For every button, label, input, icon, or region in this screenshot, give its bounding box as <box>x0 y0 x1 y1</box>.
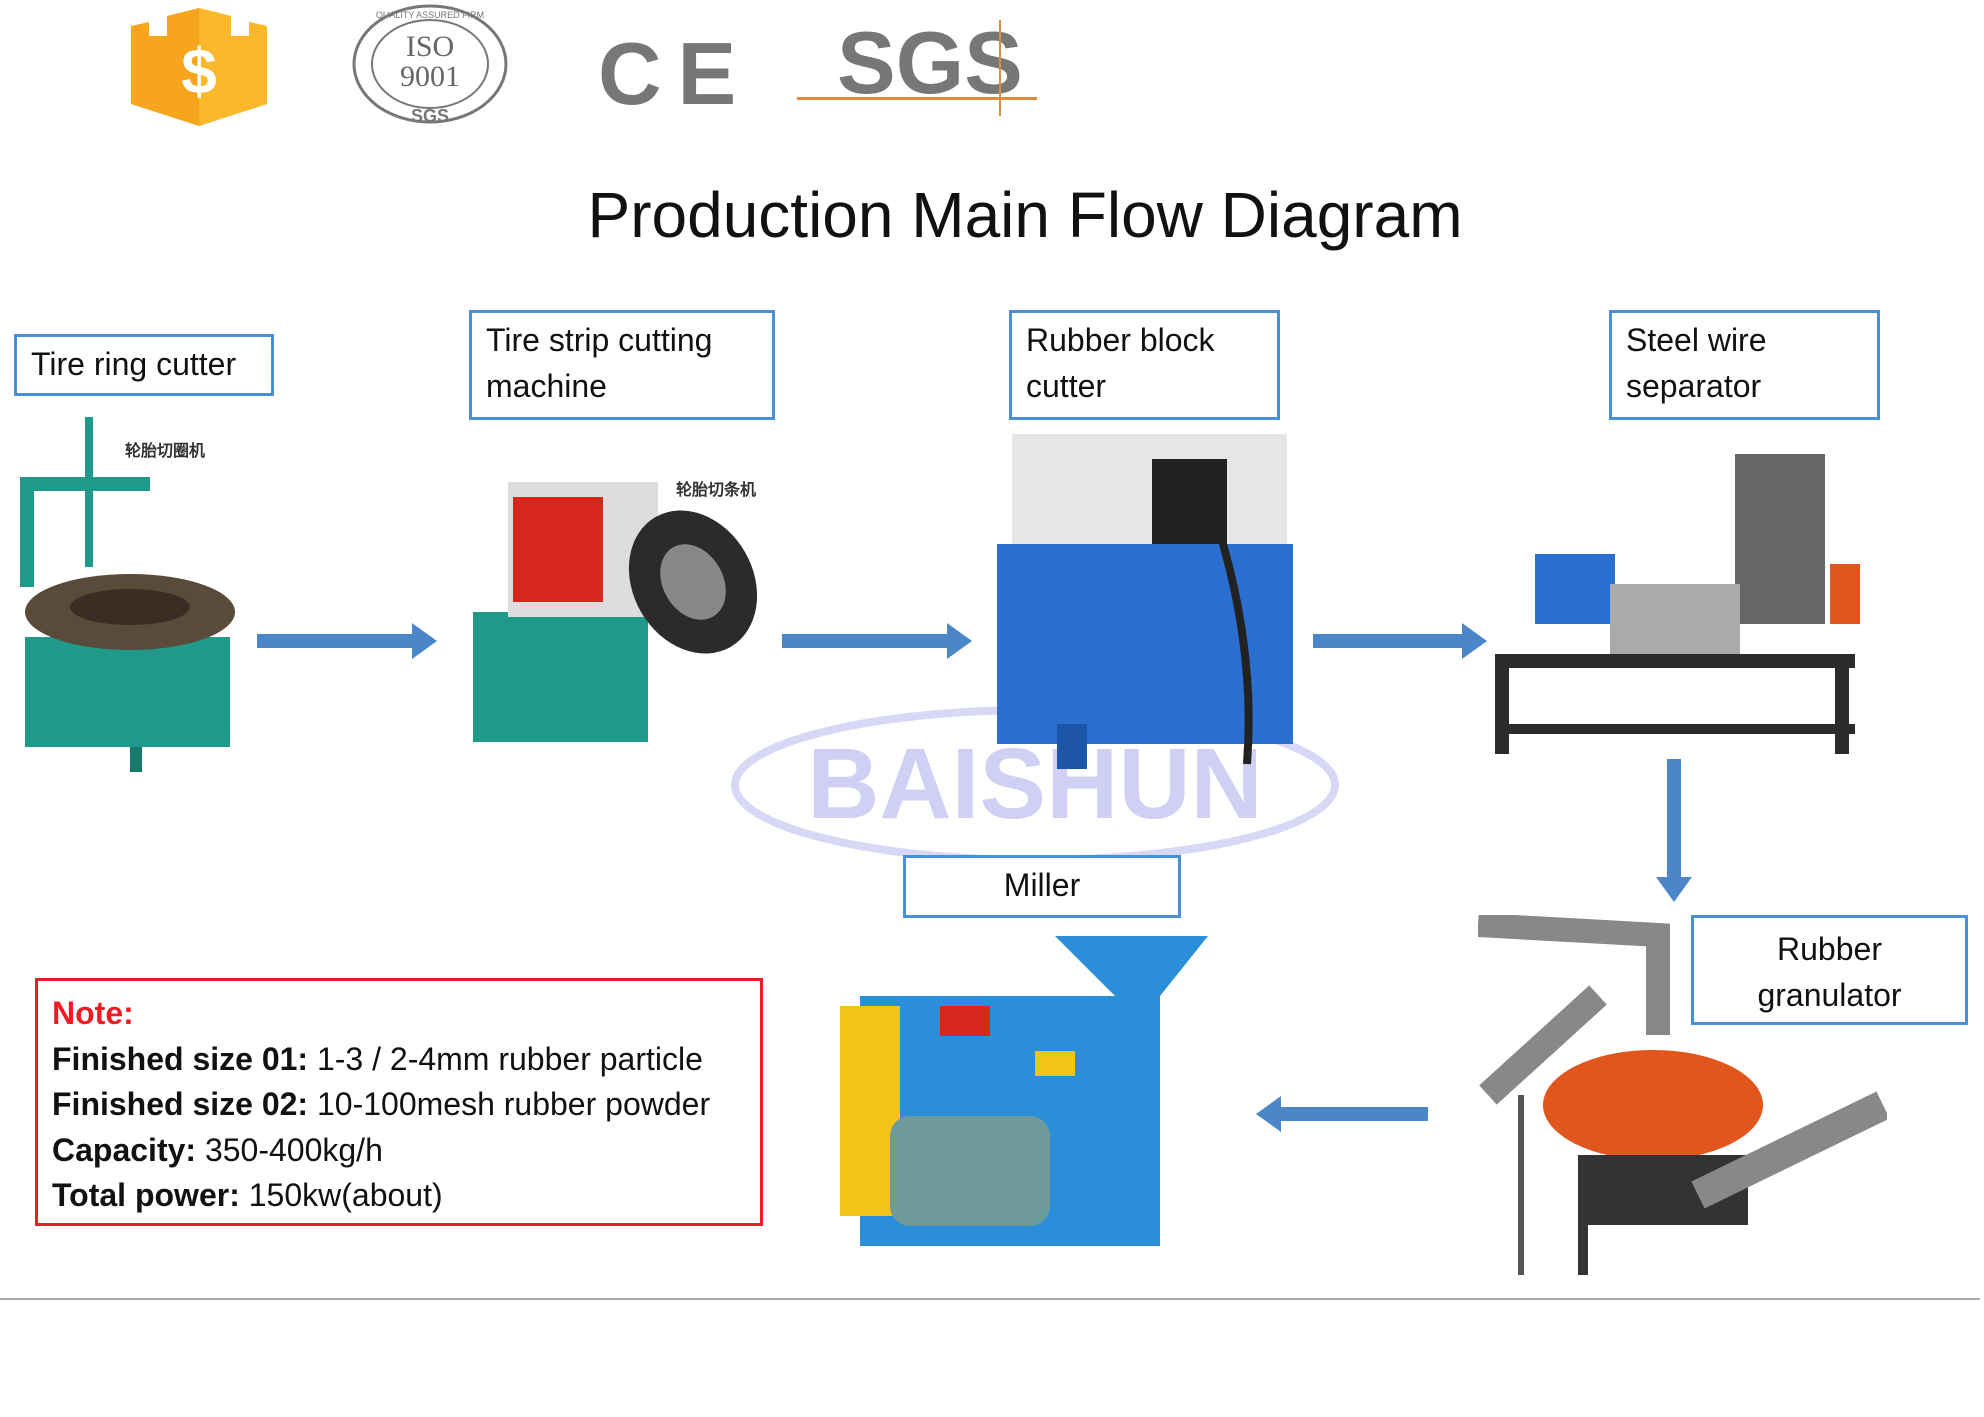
rubber-granulator-image <box>1477 913 1890 1278</box>
bottom-divider <box>0 1298 1980 1300</box>
label-steel-wire-separator: Steel wire separator <box>1609 310 1880 420</box>
arrow-left <box>1256 1096 1428 1132</box>
note-line: Total power: 150kw(about) <box>52 1177 443 1213</box>
label-miller: Miller <box>903 855 1181 918</box>
label-tire-ring-cutter: Tire ring cutter <box>14 334 274 396</box>
label-rubber-granulator: Rubber granulator <box>1691 915 1968 1025</box>
note-line: Capacity: 350-400kg/h <box>52 1131 383 1168</box>
page-title: Production Main Flow Diagram <box>587 179 1463 251</box>
iso-9001-logo: QUALITY ASSURED FIRM ISO 9001 SGS <box>350 4 510 128</box>
tire-ring-cutter-image: 轮胎切圈机 <box>0 417 253 772</box>
svg-text:SGS: SGS <box>411 106 449 126</box>
arrow-down <box>1656 759 1692 902</box>
payment-shield-logo: $ <box>127 8 271 126</box>
label-tire-strip-cutting-machine: Tire strip cutting machine <box>469 310 775 420</box>
note-line: Finished size 02: 10-100mesh rubber powd… <box>52 1086 711 1122</box>
rubber-block-cutter-image <box>997 434 1293 769</box>
note-box: Note: Finished size 01: 1-3 / 2-4mm rubb… <box>35 978 763 1226</box>
label-rubber-block-cutter: Rubber block cutter <box>1009 310 1280 420</box>
sgs-logo: SGS <box>797 18 1037 118</box>
ce-mark-logo: CE <box>598 24 753 123</box>
arrow-right-1 <box>257 623 437 659</box>
svg-text:QUALITY ASSURED FIRM: QUALITY ASSURED FIRM <box>376 10 484 20</box>
miller-image <box>830 936 1208 1259</box>
arrow-right-2 <box>782 623 972 659</box>
svg-text:ISO: ISO <box>406 30 454 63</box>
svg-text:$: $ <box>181 35 217 107</box>
note-heading: Note: <box>52 995 134 1031</box>
tire-strip-cutting-machine-image: 轮胎切条机 <box>468 462 772 772</box>
svg-text:9001: 9001 <box>400 60 460 93</box>
baishun-watermark: BAISHUN <box>730 700 1340 870</box>
svg-text:BAISHUN: BAISHUN <box>807 728 1263 840</box>
steel-wire-separator-image <box>1490 434 1875 759</box>
arrow-right-3 <box>1313 623 1487 659</box>
note-line: Finished size 01: 1-3 / 2-4mm rubber par… <box>52 1040 703 1077</box>
